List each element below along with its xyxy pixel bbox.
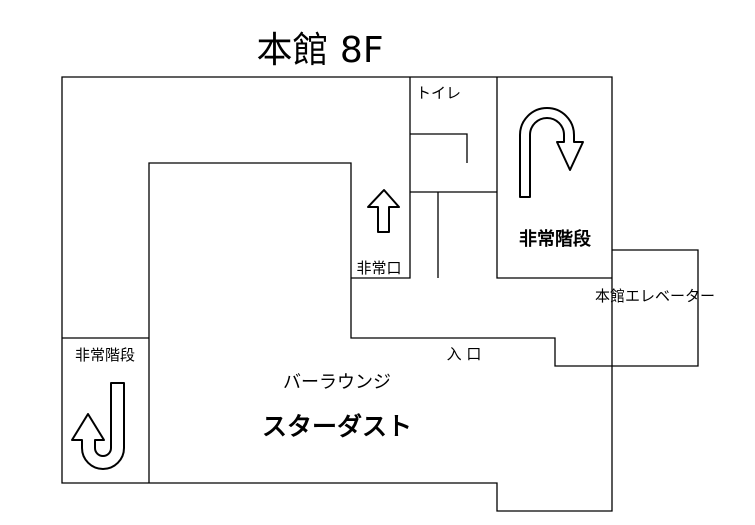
left-stairs-label: 非常階段 — [75, 346, 135, 364]
toilet-label: トイレ — [416, 84, 461, 102]
entrance-label: 入 口 — [447, 345, 482, 363]
inner-block-wall — [148, 162, 612, 483]
floor-title: 本館 8F — [256, 30, 383, 71]
arrow-up-outline-icon — [367, 189, 400, 233]
u-turn-arrow-down-icon — [519, 107, 584, 198]
emergency-exit-label: 非常口 — [356, 259, 401, 277]
toilet-partition — [410, 133, 468, 163]
j-hook-arrow-up-icon — [71, 382, 125, 470]
right-stairs-label: 非常階段 — [519, 228, 592, 250]
elevator-outline — [612, 249, 699, 367]
elevator-label: 本館エレベーター — [595, 287, 715, 305]
exit-enclosure-wall — [351, 192, 411, 279]
lounge-type-label: バーラウンジ — [283, 372, 391, 393]
right-stairs-wall — [496, 77, 612, 279]
lounge-name-label: スターダスト — [262, 412, 412, 441]
building-outline — [61, 76, 613, 512]
